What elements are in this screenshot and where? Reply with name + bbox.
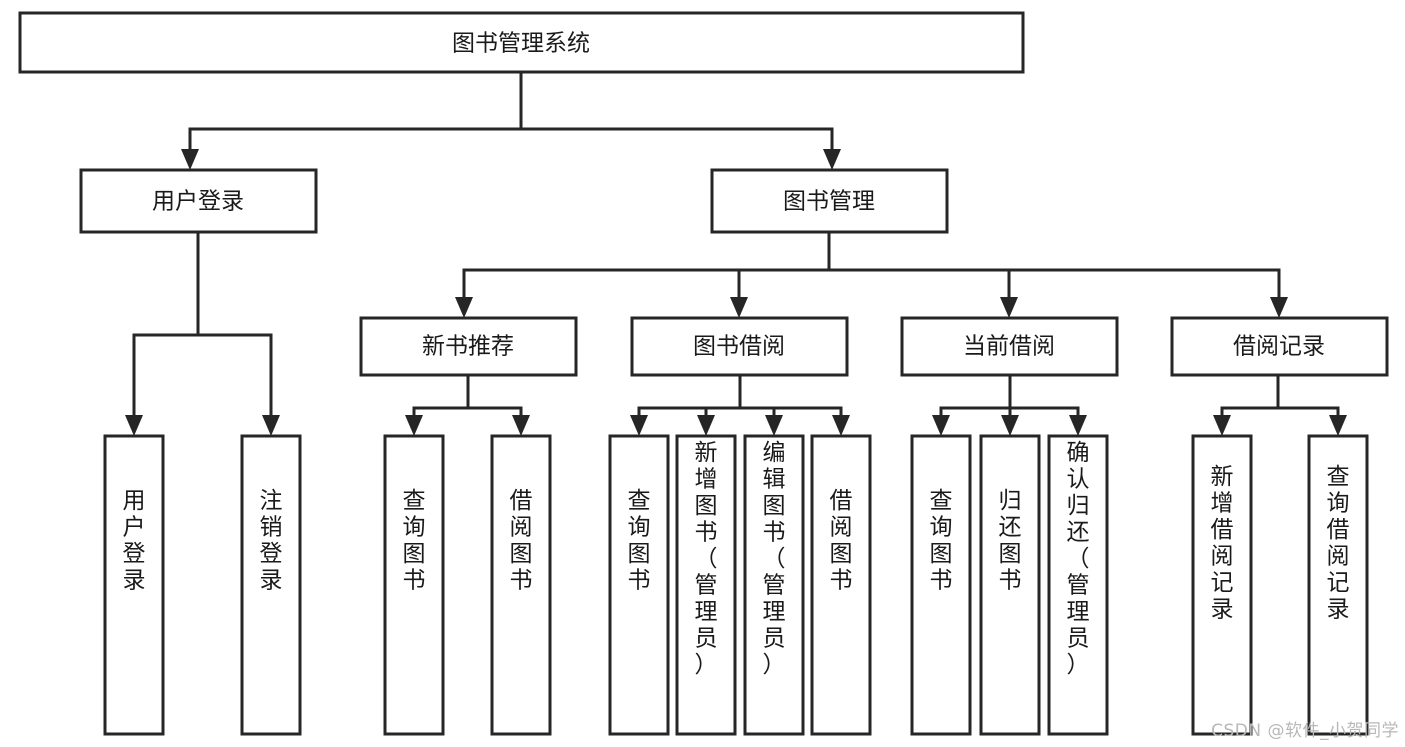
- node-user-login[interactable]: 用户登录: [79, 168, 318, 234]
- node-book-manage[interactable]: 图书管理: [710, 168, 949, 234]
- node-leaf-borrow-book-1[interactable]: 借阅图书: [490, 434, 552, 736]
- node-leaf-return-book[interactable]: 归还图书: [979, 434, 1041, 736]
- arrow-book-manage: [823, 149, 841, 170]
- node-leaf-add-record-box[interactable]: [1191, 434, 1253, 736]
- node-leaf-query-book-1-label: 查询图书: [403, 488, 426, 594]
- arrow-leaf-add-book: [697, 415, 715, 436]
- node-user-login-label: 用户登录: [152, 189, 244, 215]
- node-leaf-query-record-label: 查询借阅记录: [1327, 464, 1350, 623]
- arrow-leaf-query-record: [1329, 415, 1347, 436]
- node-leaf-query-book-3-label: 查询图书: [930, 488, 953, 594]
- node-leaf-query-book-1-box[interactable]: [383, 434, 445, 736]
- arrow-borrow-record: [1270, 297, 1288, 318]
- node-root[interactable]: 图书管理系统: [18, 11, 1025, 74]
- arrow-leaf-borrow-book-1: [512, 415, 530, 436]
- node-leaf-edit-book[interactable]: 编辑图书（管理员）: [743, 434, 805, 736]
- node-user-login-box[interactable]: [79, 168, 318, 234]
- arrow-leaf-query-book-1: [405, 415, 423, 436]
- node-new-book-recommend-label: 新书推荐: [422, 334, 514, 360]
- node-leaf-confirm-return-box[interactable]: [1047, 434, 1109, 736]
- node-root-box[interactable]: [18, 11, 1025, 74]
- node-leaf-add-record-label: 新增借阅记录: [1211, 464, 1234, 623]
- node-leaf-edit-book-box[interactable]: [743, 434, 805, 736]
- arrow-user-login: [181, 149, 199, 170]
- node-leaf-add-book-label: 新增图书（管理员）: [695, 440, 718, 678]
- node-leaf-add-book-box[interactable]: [675, 434, 737, 736]
- node-borrow-record[interactable]: 借阅记录: [1170, 316, 1389, 377]
- arrow-new-book-recommend: [455, 297, 473, 318]
- node-current-borrow-box[interactable]: [900, 316, 1119, 377]
- node-leaf-query-book-2-label: 查询图书: [628, 488, 651, 594]
- node-current-borrow-label: 当前借阅: [963, 334, 1055, 360]
- node-borrow-record-box[interactable]: [1170, 316, 1389, 377]
- node-leaf-user-logout-label: 注销登录: [260, 488, 283, 594]
- arrow-leaf-query-book-2: [630, 415, 648, 436]
- node-borrow-record-label: 借阅记录: [1233, 334, 1325, 360]
- node-leaf-edit-book-label: 编辑图书（管理员）: [763, 440, 786, 678]
- node-leaf-borrow-book-2[interactable]: 借阅图书: [810, 434, 872, 736]
- node-book-manage-label: 图书管理: [783, 189, 875, 215]
- node-leaf-borrow-book-1-box[interactable]: [490, 434, 552, 736]
- node-leaf-borrow-book-1-label: 借阅图书: [510, 488, 533, 594]
- node-leaf-query-book-3-box[interactable]: [910, 434, 972, 736]
- node-leaf-query-record[interactable]: 查询借阅记录: [1307, 434, 1369, 736]
- node-leaf-borrow-book-2-box[interactable]: [810, 434, 872, 736]
- connector-layer: [125, 70, 1347, 436]
- node-leaf-borrow-book-2-label: 借阅图书: [830, 488, 853, 594]
- arrow-current-borrow: [1000, 297, 1018, 318]
- node-leaf-add-book[interactable]: 新增图书（管理员）: [675, 434, 737, 736]
- arrow-leaf-confirm-return: [1069, 415, 1087, 436]
- arrow-leaf-user-logout: [262, 415, 280, 436]
- node-leaf-confirm-return[interactable]: 确认归还（管理员）: [1047, 434, 1109, 736]
- node-root-label: 图书管理系统: [452, 31, 590, 57]
- node-book-borrow-box[interactable]: [630, 316, 849, 377]
- node-leaf-return-book-label: 归还图书: [999, 488, 1022, 594]
- node-leaf-query-book-2-box[interactable]: [608, 434, 670, 736]
- arrow-leaf-user-login: [125, 415, 143, 436]
- arrow-leaf-borrow-book-2: [832, 415, 850, 436]
- node-leaf-user-login-box[interactable]: [103, 434, 165, 736]
- arrow-leaf-query-book-3: [932, 415, 950, 436]
- node-leaf-query-book-2[interactable]: 查询图书: [608, 434, 670, 736]
- node-book-manage-box[interactable]: [710, 168, 949, 234]
- node-book-borrow-label: 图书借阅: [693, 334, 785, 360]
- arrow-leaf-edit-book: [765, 415, 783, 436]
- node-leaf-user-login-label: 用户登录: [123, 488, 146, 594]
- node-leaf-query-record-box[interactable]: [1307, 434, 1369, 736]
- node-new-book-recommend[interactable]: 新书推荐: [359, 316, 578, 377]
- arrow-leaf-add-record: [1213, 415, 1231, 436]
- node-leaf-confirm-return-label: 确认归还（管理员）: [1067, 440, 1090, 678]
- node-current-borrow[interactable]: 当前借阅: [900, 316, 1119, 377]
- node-leaf-return-book-box[interactable]: [979, 434, 1041, 736]
- node-leaf-query-book-3[interactable]: 查询图书: [910, 434, 972, 736]
- node-leaf-user-login[interactable]: 用户登录: [103, 434, 165, 736]
- arrow-book-borrow: [730, 297, 748, 318]
- node-book-borrow[interactable]: 图书借阅: [630, 316, 849, 377]
- node-leaf-user-logout-box[interactable]: [240, 434, 302, 736]
- node-leaf-add-record[interactable]: 新增借阅记录: [1191, 434, 1253, 736]
- node-new-book-recommend-box[interactable]: [359, 316, 578, 377]
- node-leaf-query-book-1[interactable]: 查询图书: [383, 434, 445, 736]
- node-leaf-user-logout[interactable]: 注销登录: [240, 434, 302, 736]
- arrow-leaf-return-book: [1001, 415, 1019, 436]
